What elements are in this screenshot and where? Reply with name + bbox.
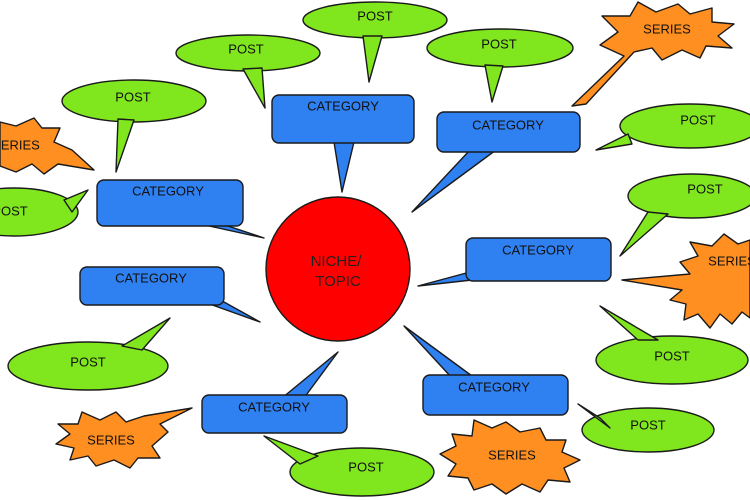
post-bubble-6: POST (0, 187, 89, 237)
post-label: POST (630, 417, 665, 432)
category-label: CATEGORY (238, 399, 310, 414)
series-label: SERIES (708, 253, 750, 268)
category-label: CATEGORY (115, 270, 187, 285)
post-bubble-2: POST (175, 34, 321, 109)
post-bubble-3: POST (426, 28, 574, 103)
post-label: POST (228, 41, 263, 56)
category-bubble-left: CATEGORY (96, 179, 265, 239)
post-label: POST (481, 36, 516, 51)
series-label: SERIES (488, 447, 536, 462)
series-bubble-left: SERIES (0, 117, 95, 175)
category-label: CATEGORY (458, 379, 530, 394)
category-bubble-right: CATEGORY (417, 237, 612, 287)
category-label: CATEGORY (472, 117, 544, 132)
series-bubble-top-right: SERIES (571, 1, 735, 107)
category-bubble-lower-right: CATEGORY (403, 325, 569, 416)
series-label: SERIES (643, 21, 691, 36)
post-label: POST (115, 89, 150, 104)
series-label: SERIES (87, 432, 135, 447)
series-bubble-bottom-center: SERIES (439, 419, 581, 495)
category-bubble-bottom: CATEGORY (201, 351, 348, 434)
center-label-line1: NICHE/ (311, 253, 363, 270)
post-label: POST (0, 203, 28, 218)
post-bubble-4: POST (61, 79, 207, 173)
post-bubble-11: POST (263, 435, 435, 497)
post-label: POST (70, 354, 105, 369)
category-bubble-top-right: CATEGORY (411, 111, 581, 213)
post-bubble-7: POST (619, 173, 750, 257)
niche-topic-node: NICHE/ TOPIC (265, 196, 411, 342)
post-bubble-8: POST (7, 317, 171, 391)
post-label: POST (680, 112, 715, 127)
series-label: SERIES (0, 137, 40, 152)
category-bubble-left-lower: CATEGORY (79, 266, 261, 323)
category-label: CATEGORY (502, 242, 574, 257)
post-bubble-10: POST (577, 403, 715, 453)
post-bubble-9: POST (595, 305, 749, 385)
category-label: CATEGORY (132, 183, 204, 198)
post-label: POST (357, 8, 392, 23)
post-label: POST (654, 348, 689, 363)
category-bubble-top: CATEGORY (271, 94, 415, 193)
post-label: POST (348, 459, 383, 474)
center-label-line2: TOPIC (315, 273, 361, 290)
series-bubble-bottom-left: SERIES (55, 407, 193, 469)
post-bubble-5: POST (595, 103, 750, 151)
post-label: POST (687, 181, 722, 196)
post-bubble-1: POST (302, 1, 448, 83)
category-label: CATEGORY (307, 98, 379, 113)
series-bubble-right: SERIES (621, 233, 750, 329)
